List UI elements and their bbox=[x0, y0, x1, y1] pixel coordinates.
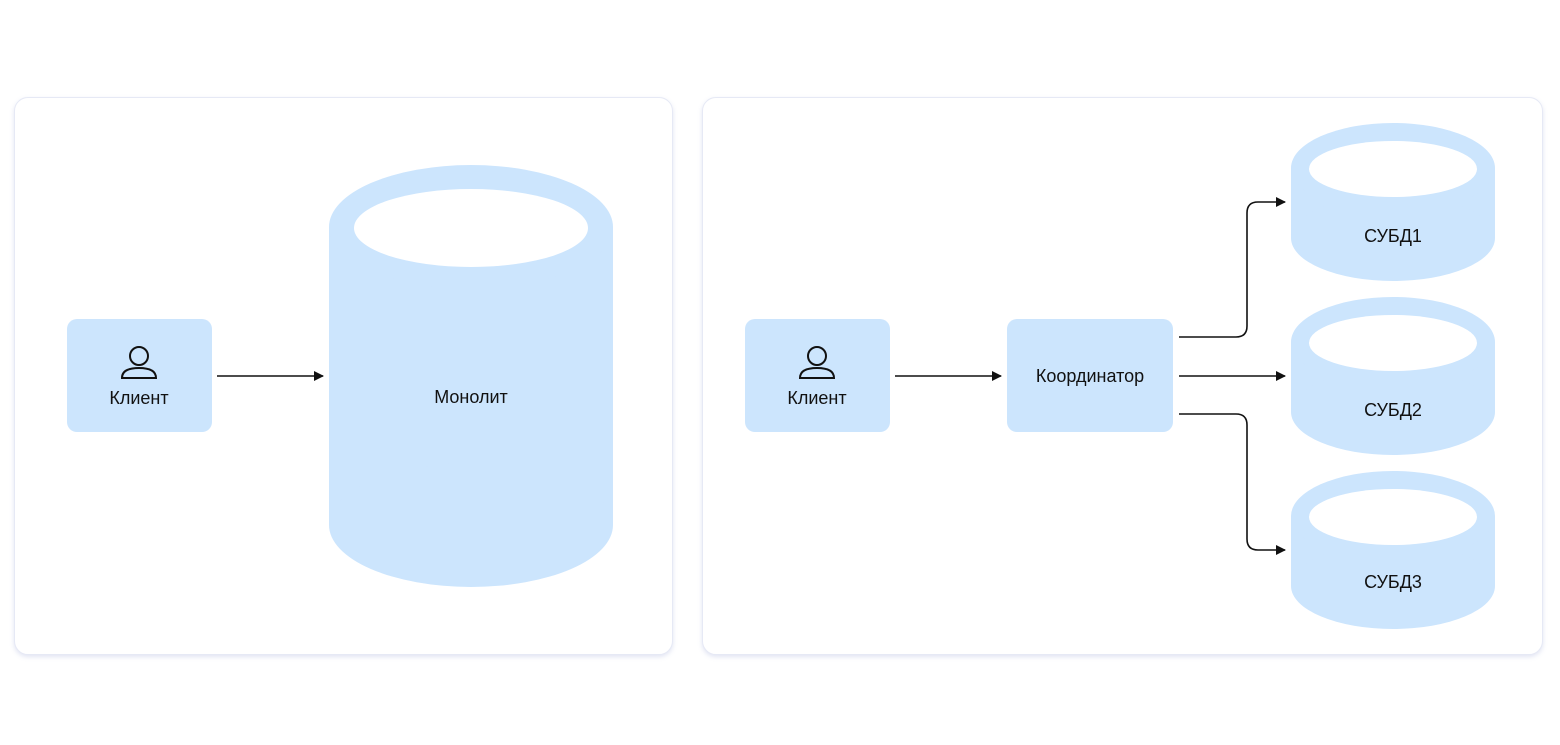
database-3-label: СУБД3 bbox=[1364, 572, 1422, 592]
database-1-label: СУБД1 bbox=[1364, 226, 1422, 246]
database-3: СУБД3 bbox=[1291, 471, 1495, 629]
coordinator-node: Координатор bbox=[1007, 319, 1173, 432]
database-2: СУБД2 bbox=[1291, 297, 1495, 455]
coordinator-label: Координатор bbox=[1036, 366, 1144, 386]
database-1: СУБД1 bbox=[1291, 123, 1495, 281]
person-icon bbox=[120, 346, 158, 379]
left-client-node: Клиент bbox=[67, 319, 212, 432]
right-client-node: Клиент bbox=[745, 319, 890, 432]
monolith-database: Монолит bbox=[329, 165, 613, 587]
person-icon bbox=[798, 346, 836, 379]
right-client-label: Клиент bbox=[787, 388, 846, 408]
arrow-coordinator-to-db1 bbox=[1179, 197, 1286, 338]
database-2-label: СУБД2 bbox=[1364, 400, 1422, 420]
arrow-coordinator-to-db3 bbox=[1179, 413, 1286, 555]
left-client-label: Клиент bbox=[109, 388, 168, 408]
monolith-label: Монолит bbox=[434, 387, 508, 407]
